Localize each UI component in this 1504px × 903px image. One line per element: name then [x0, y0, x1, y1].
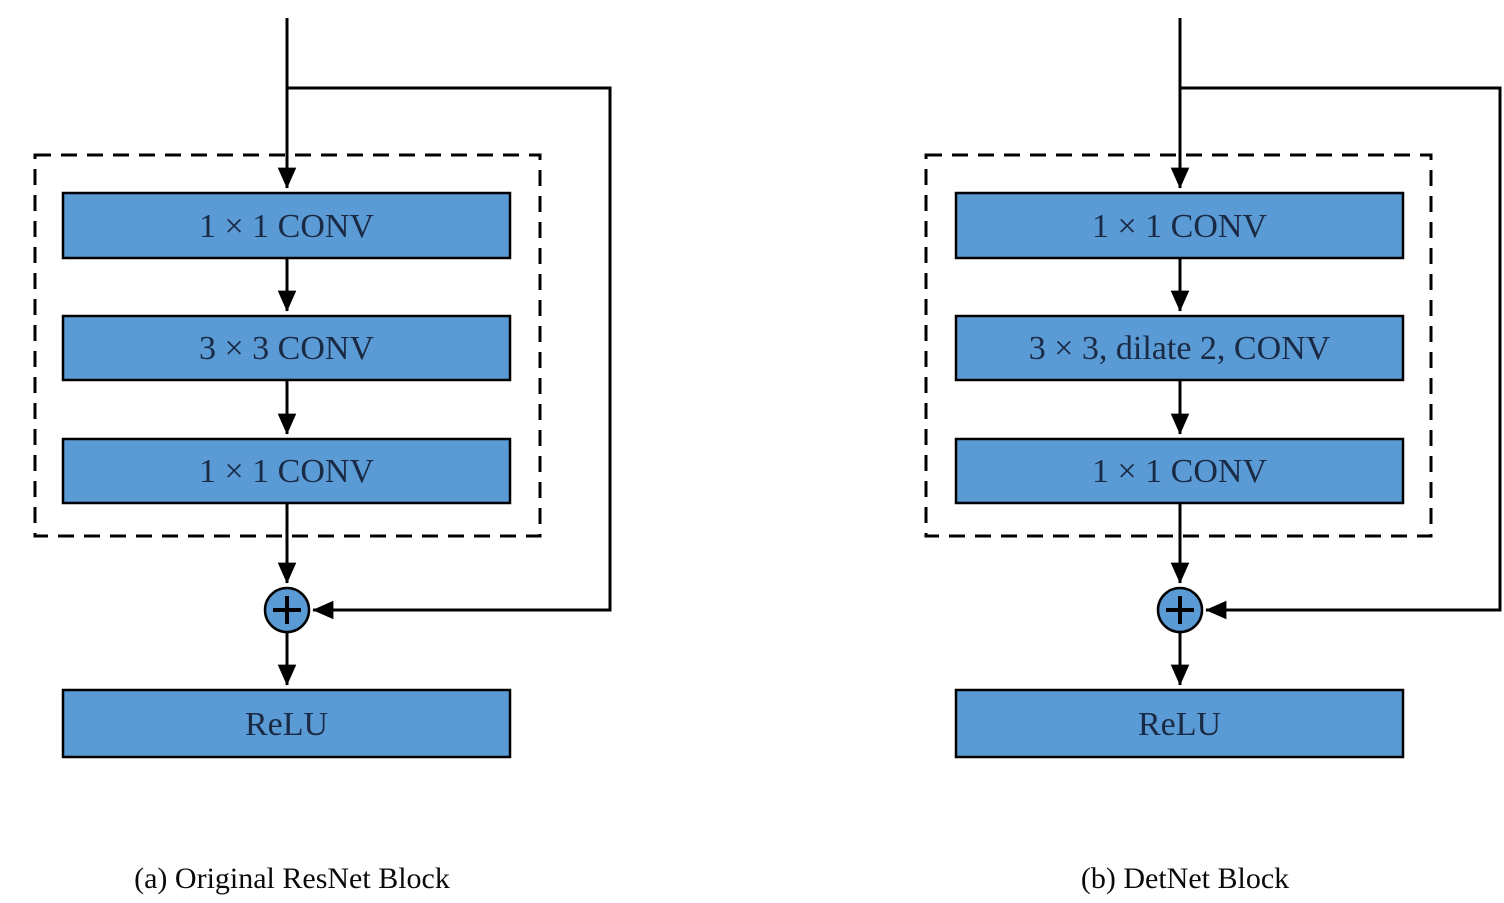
conv-layer-box: [954, 191, 1405, 260]
skip-connection: [287, 86, 612, 620]
conv-layer-box: [954, 314, 1405, 382]
conv-layer-label: 3 × 3 CONV: [199, 330, 374, 367]
conv-layer-label: 1 × 1 CONV: [1092, 453, 1267, 490]
detnet-block-diagram: 1 × 1 CONV 3 × 3, dilate 2, CONV 1 × 1 C…: [924, 18, 1502, 895]
conv-layer-label: 1 × 1 CONV: [199, 208, 374, 245]
conv-layer-box: [61, 437, 512, 505]
conv-layer-box: [61, 191, 512, 260]
conv-layer-box: [61, 314, 512, 382]
conv-layer-label: 1 × 1 CONV: [1092, 208, 1267, 245]
caption-b: (b) DetNet Block: [1081, 862, 1289, 895]
relu-label: ReLU: [245, 706, 328, 743]
relu-label: ReLU: [1138, 706, 1221, 743]
conv-layer-box: [954, 437, 1405, 505]
resnet-block-diagram: 1 × 1 CONV 3 × 3 CONV 1 × 1 CONV ReLU (a…: [33, 18, 612, 895]
conv-layer-label: 1 × 1 CONV: [199, 453, 374, 490]
conv-layer-label: 3 × 3, dilate 2, CONV: [1029, 330, 1331, 367]
relu-box: [61, 688, 512, 759]
relu-box: [954, 688, 1405, 759]
add-node: [263, 586, 311, 634]
skip-connection: [1180, 86, 1502, 620]
add-node: [1156, 586, 1204, 634]
caption-a: (a) Original ResNet Block: [134, 862, 450, 895]
